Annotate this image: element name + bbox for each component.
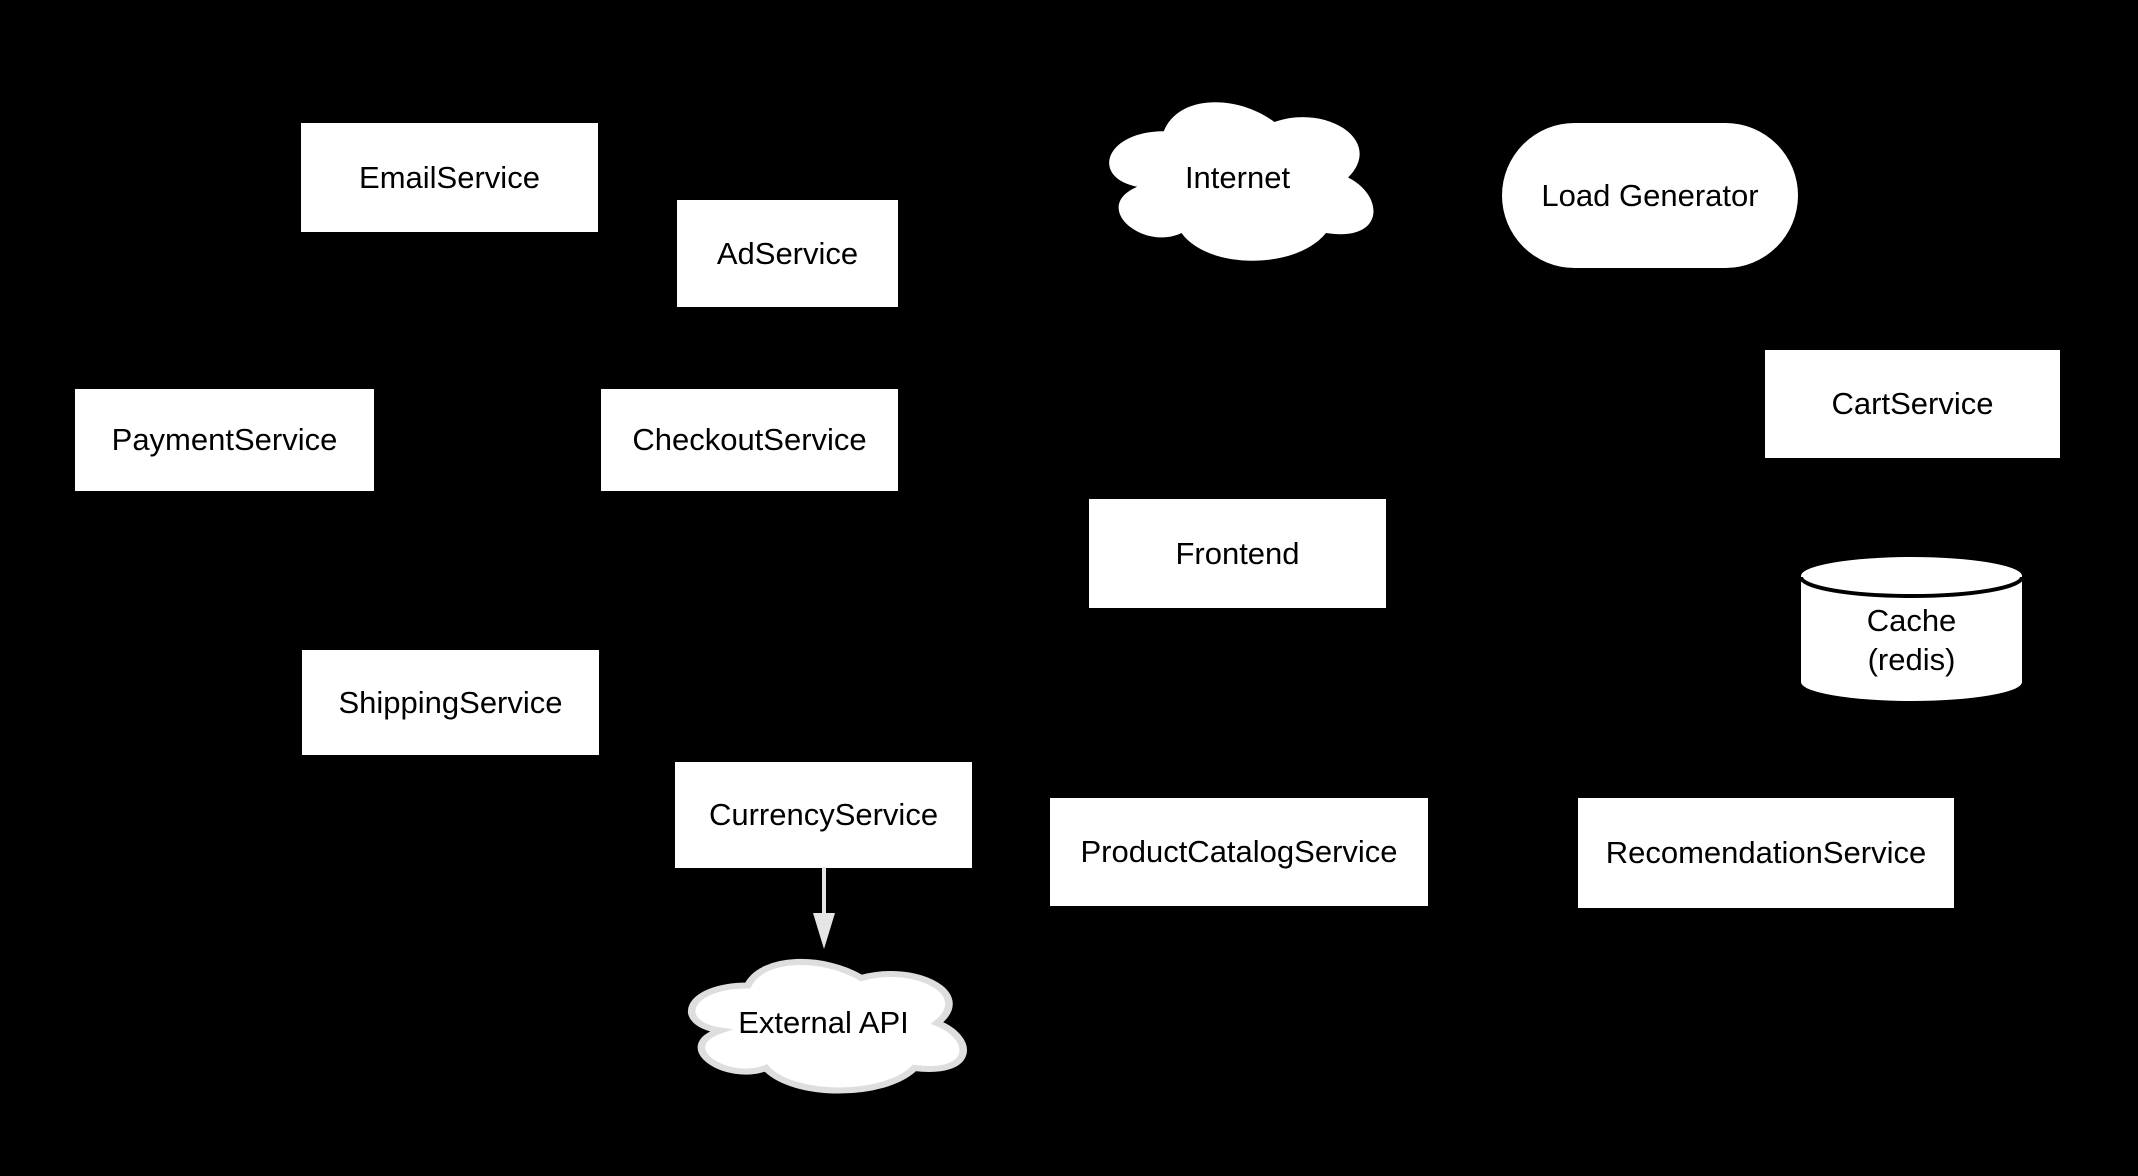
shipping-service-label: ShippingService xyxy=(338,684,563,720)
ad-service-label: AdService xyxy=(716,235,859,271)
node-shipping-service[interactable]: ShippingService xyxy=(302,650,599,755)
load-generator-label: Load Generator xyxy=(1541,177,1759,213)
node-product-catalog-service[interactable]: ProductCatalogService xyxy=(1050,798,1428,906)
database-cylinder-icon xyxy=(1800,557,2023,701)
node-payment-service[interactable]: PaymentService xyxy=(75,389,374,491)
external-api-label: External API xyxy=(738,1005,909,1041)
cart-service-label: CartService xyxy=(1831,386,1994,422)
arrow-currency-to-external-api xyxy=(813,867,835,949)
node-load-generator[interactable]: Load Generator xyxy=(1502,123,1798,268)
node-internet[interactable]: Internet xyxy=(1090,85,1385,270)
node-cart-service[interactable]: CartService xyxy=(1765,350,2060,458)
cache-redis-label: Cache (redis) xyxy=(1867,579,1957,679)
cylinder-top-arc xyxy=(1800,576,2023,598)
email-service-label: EmailService xyxy=(359,159,540,195)
currency-service-label: CurrencyService xyxy=(708,797,939,833)
checkout-service-label: CheckoutService xyxy=(632,422,867,458)
arrowhead-down-icon xyxy=(813,913,835,949)
cloud-shape xyxy=(687,959,967,1094)
cloud-icon xyxy=(1109,102,1374,261)
payment-service-label: PaymentService xyxy=(111,422,338,458)
node-cache-redis[interactable]: Cache (redis) xyxy=(1800,556,2023,702)
node-currency-service[interactable]: CurrencyService xyxy=(675,762,972,868)
recomendation-service-label: RecomendationService xyxy=(1605,835,1927,871)
cloud-icon xyxy=(687,959,967,1094)
cloud-shape xyxy=(1109,102,1374,261)
node-frontend[interactable]: Frontend xyxy=(1089,499,1386,608)
node-checkout-service[interactable]: CheckoutService xyxy=(601,389,898,491)
node-recomendation-service[interactable]: RecomendationService xyxy=(1578,798,1954,908)
node-ad-service[interactable]: AdService xyxy=(677,200,898,307)
cache-label-line2: (redis) xyxy=(1867,642,1956,677)
frontend-label: Frontend xyxy=(1175,535,1300,571)
node-email-service[interactable]: EmailService xyxy=(301,123,598,232)
product-catalog-service-label: ProductCatalogService xyxy=(1080,834,1398,870)
internet-label: Internet xyxy=(1184,159,1291,195)
node-external-api[interactable]: External API xyxy=(672,948,975,1098)
cache-label-line1: Cache xyxy=(1866,603,1957,638)
